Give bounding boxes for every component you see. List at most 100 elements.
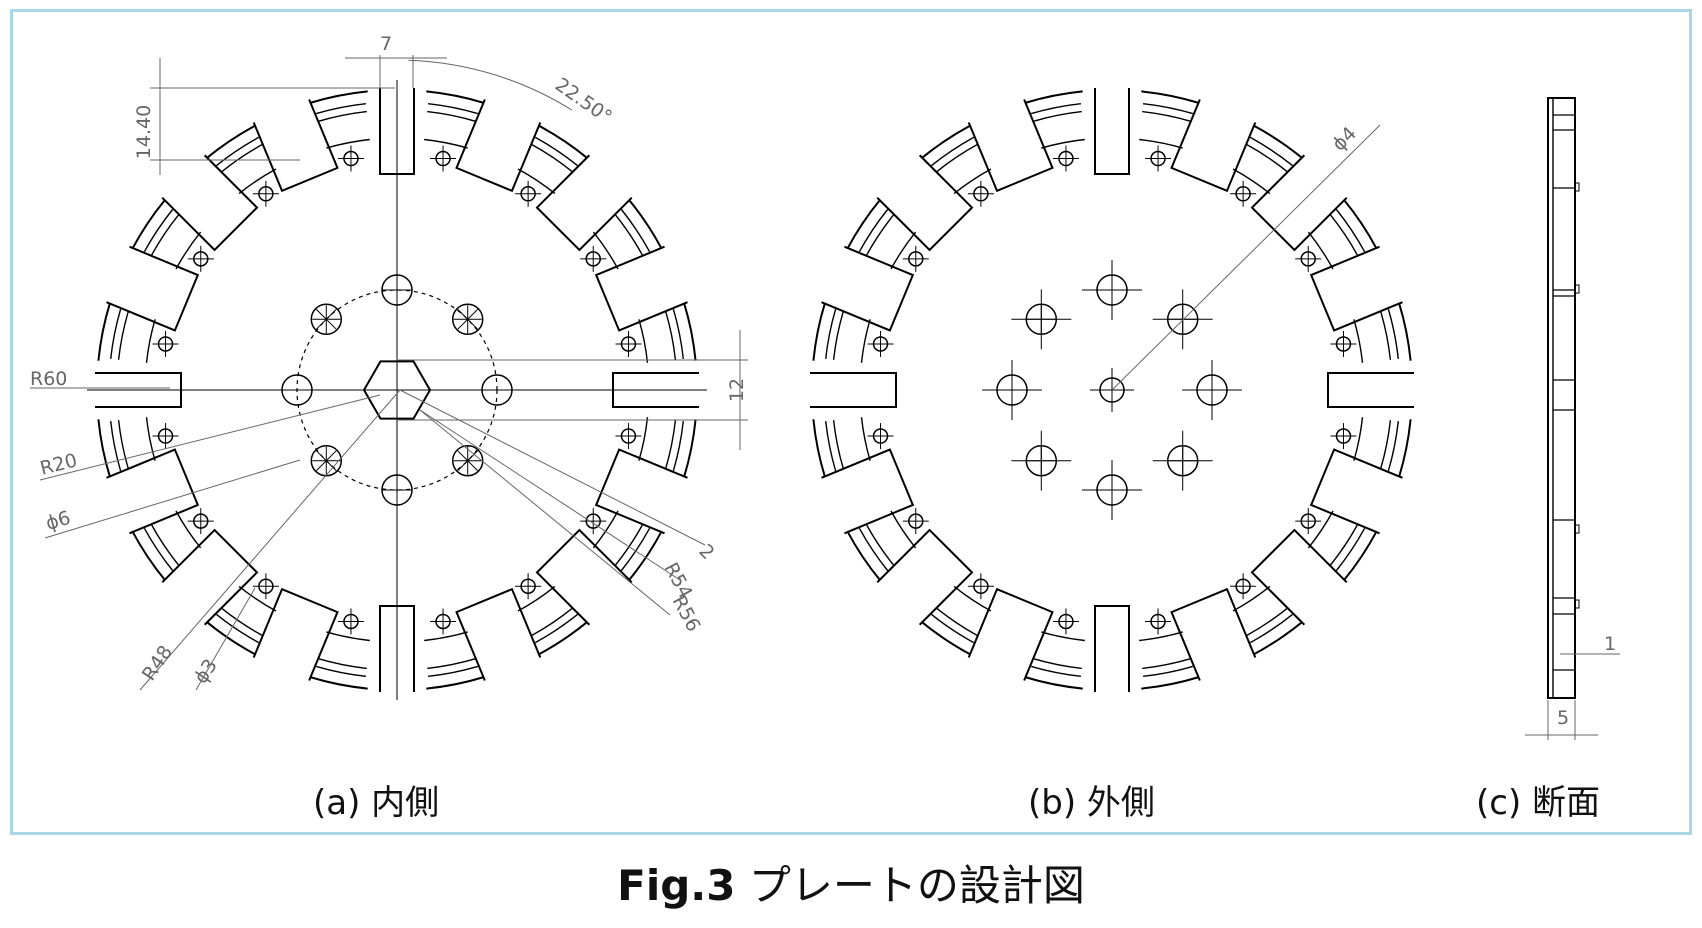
rim-ring-arc [936, 143, 978, 173]
rim-ring-arc [110, 309, 122, 359]
rim-ring-arc [614, 214, 644, 256]
rim-outer-arc [812, 302, 826, 361]
leader-r56 [419, 409, 671, 616]
rim-ring-arc [145, 417, 156, 461]
section-tab [1574, 524, 1580, 534]
rim-ring-arc [427, 658, 476, 670]
rim-outer-arc [426, 676, 485, 690]
rim-ring-arc [216, 613, 260, 644]
rim-outer-arc [812, 419, 826, 478]
dim-hex: 12 [726, 378, 748, 402]
rim-outer-arc [628, 198, 663, 250]
rim-ring-arc [1329, 214, 1359, 256]
rim-outer-arc [537, 124, 589, 159]
notch [967, 99, 1054, 193]
rim-ring-arc [143, 527, 174, 571]
rim-ring-arc [1142, 110, 1191, 122]
rim-ring-arc [117, 420, 129, 469]
rim-ring-arc [424, 631, 468, 642]
rim-ring-arc [1335, 209, 1366, 253]
notch [967, 587, 1054, 681]
rim-ring-arc [931, 136, 975, 167]
rim-ring-arc [638, 319, 649, 363]
notch [810, 372, 897, 408]
rim-ring-arc [424, 138, 468, 149]
rim-ring-arc [931, 613, 975, 644]
notch [594, 245, 688, 332]
leader-phi6 [44, 459, 301, 539]
rim-outer-arc [1398, 419, 1412, 478]
rim-ring-arc [865, 214, 895, 256]
rim-outer-arc [1343, 198, 1378, 250]
rim-ring-arc [1335, 527, 1366, 571]
rim-ring-arc [517, 168, 556, 195]
rim-ring-arc [175, 231, 202, 270]
rim-ring-arc [672, 309, 684, 359]
rim-ring-arc [620, 527, 651, 571]
rim-outer-arc [846, 530, 881, 582]
dim-one: 1 [1604, 633, 1616, 655]
leader-r20 [39, 394, 381, 481]
rim-ring-arc [175, 510, 202, 549]
rim-ring-arc [936, 607, 978, 637]
rim-outer-arc [1252, 124, 1304, 159]
rim-ring-arc [638, 417, 649, 461]
dim-r60: R60 [30, 368, 67, 390]
rim-ring-arc [316, 665, 366, 677]
rim-ring-arc [665, 420, 677, 469]
rim-ring-arc [860, 417, 871, 461]
dim-phi4: ϕ4 [1328, 123, 1361, 156]
rim-outer-arc [97, 419, 111, 478]
rim-ring-arc [1143, 103, 1193, 115]
notch [1309, 245, 1403, 332]
rim-ring-arc [1232, 585, 1271, 612]
rim-ring-arc [427, 110, 476, 122]
notch [535, 528, 633, 626]
figure-title: Fig.3 プレートの設計図 [0, 852, 1702, 913]
notch [1327, 372, 1414, 408]
rim-ring-arc [865, 524, 895, 566]
rim-ring-arc [1329, 524, 1359, 566]
rim-outer-arc [846, 198, 881, 250]
rim-ring-arc [318, 110, 367, 122]
notch [455, 587, 542, 681]
rim-ring-arc [672, 421, 684, 471]
section-outline [1547, 97, 1576, 699]
dim-two: 2 [694, 540, 718, 564]
leader-phi4 [1111, 124, 1381, 391]
rim-ring-arc [1142, 658, 1191, 670]
rim-ring-arc [238, 585, 277, 612]
rim-ring-arc [1387, 309, 1399, 359]
section-tab [1574, 599, 1580, 609]
rim-ring-arc [832, 311, 844, 360]
rim-ring-arc [890, 231, 917, 270]
rim-outer-arc [1024, 676, 1083, 690]
notch [1170, 99, 1257, 193]
inner-hole [451, 303, 484, 336]
section-tab [1574, 284, 1580, 294]
rim-ring-arc [1031, 103, 1081, 115]
rim-ring-arc [534, 613, 578, 644]
rim-ring-arc [860, 319, 871, 363]
dim-five: 5 [1557, 707, 1569, 729]
notch [161, 528, 259, 626]
rim-outer-arc [920, 124, 972, 159]
rim-ring-arc [316, 103, 366, 115]
notch [1250, 528, 1348, 626]
section-tab [1574, 182, 1580, 192]
notch [106, 245, 200, 332]
rim-ring-arc [221, 607, 263, 637]
notch [821, 245, 915, 332]
rim-ring-arc [534, 136, 578, 167]
rim-ring-arc [221, 143, 263, 173]
plate-cross-section [1547, 97, 1580, 699]
rim-outer-arc [1141, 676, 1200, 690]
rim-outer-arc [628, 530, 663, 582]
dim-slot-depth: 14.40 [133, 105, 155, 159]
rim-outer-arc [1343, 530, 1378, 582]
rim-ring-arc [216, 136, 260, 167]
rim-ring-arc [1380, 311, 1392, 360]
notch [876, 154, 974, 252]
rim-ring-arc [150, 214, 180, 256]
